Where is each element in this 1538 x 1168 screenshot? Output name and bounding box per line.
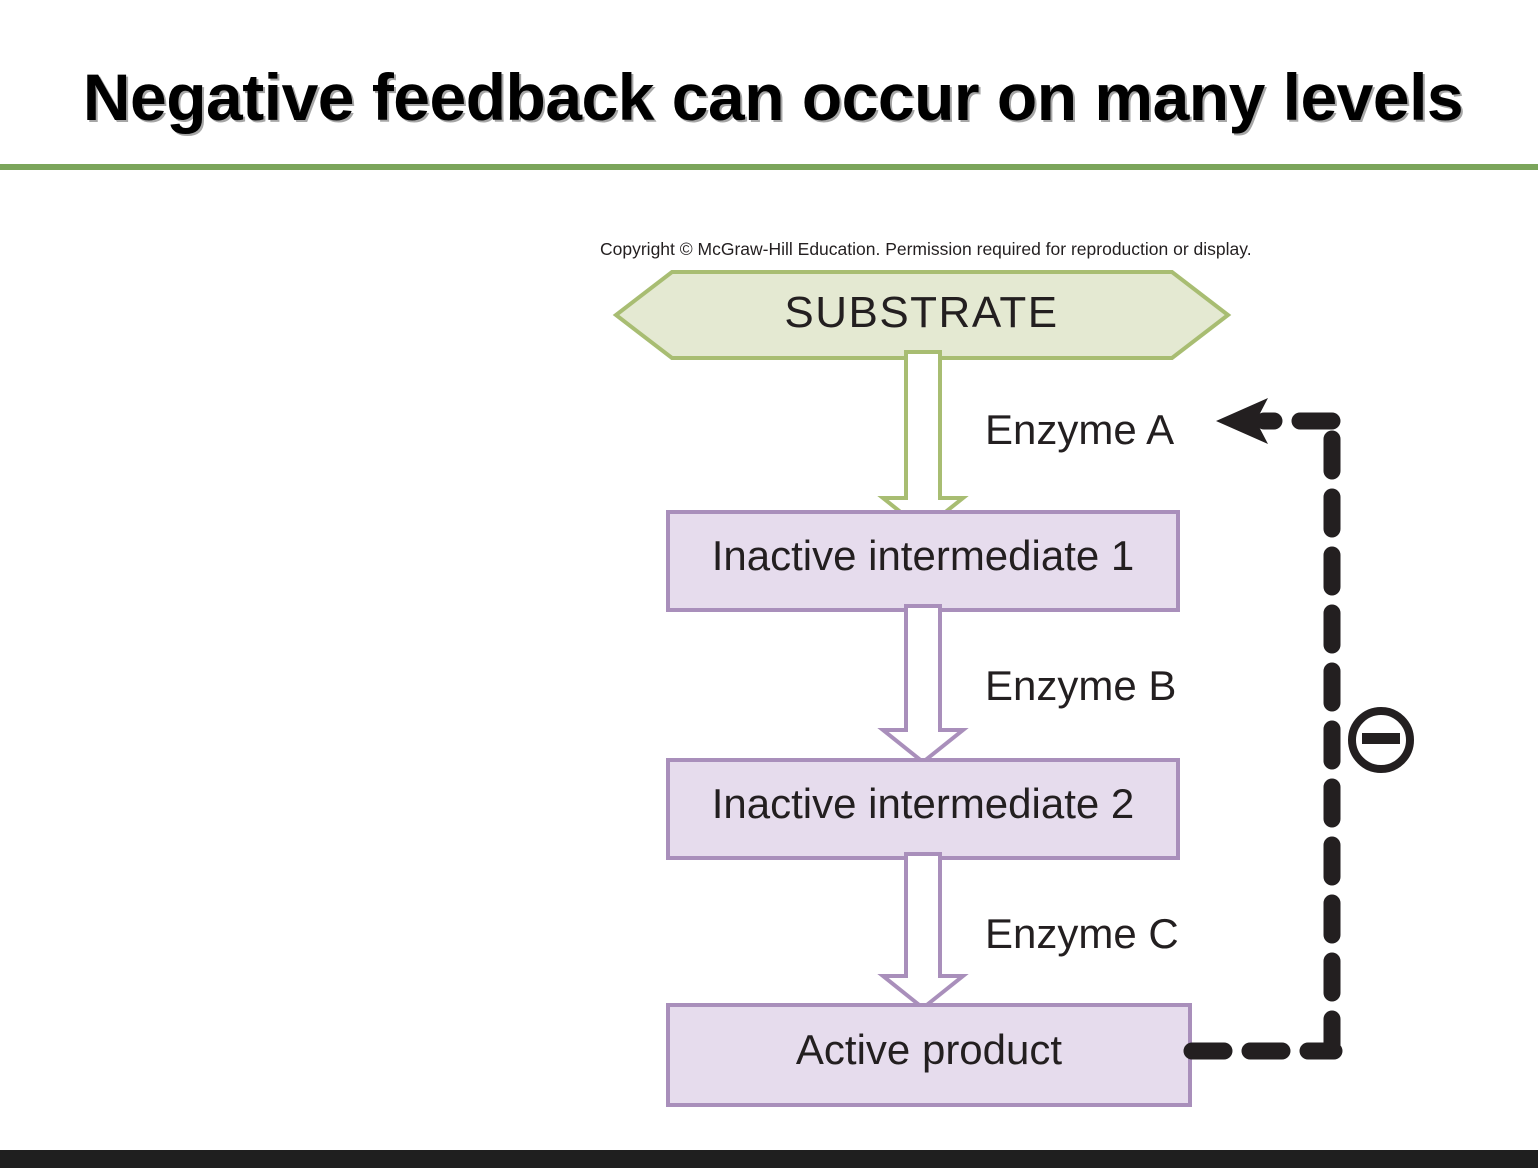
active-product-label: Active product [795, 1026, 1063, 1073]
enzyme-c-label: Enzyme C [985, 910, 1179, 957]
copyright-notice: Copyright © McGraw-Hill Education. Permi… [600, 239, 1252, 259]
substrate-label: SUBSTRATE [784, 288, 1059, 337]
substrate-hexagon [612, 270, 1232, 360]
box-inactive-intermediate-2 [666, 758, 1180, 860]
arrow-substrate-to-intermediate1 [877, 350, 969, 533]
minus-bar-icon [1362, 733, 1400, 744]
enzyme-a-label: Enzyme A [985, 406, 1175, 453]
box-inactive-intermediate-1 [666, 510, 1180, 612]
arrow-intermediate1-to-intermediate2 [877, 604, 969, 765]
inactive-intermediate-1-label: Inactive intermediate 1 [711, 532, 1135, 579]
feedback-arrowhead-icon [1216, 398, 1268, 444]
page-title: Negative feedback can occur on many leve… [82, 60, 1464, 134]
inactive-intermediate-2-label: Inactive intermediate 2 [711, 780, 1135, 827]
arrow-intermediate2-to-product [877, 852, 969, 1011]
title-divider-rule [0, 164, 1538, 170]
enzyme-b-label: Enzyme B [985, 662, 1177, 709]
box-active-product [666, 1003, 1192, 1107]
footer-band [0, 1150, 1538, 1168]
